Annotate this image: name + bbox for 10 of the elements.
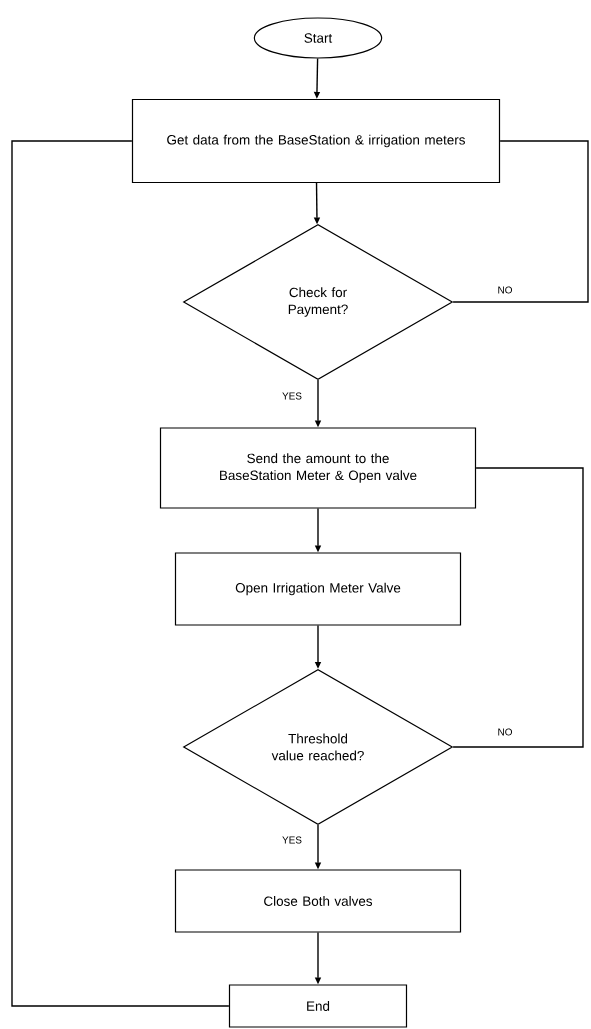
edge-label: YES: [281, 835, 303, 845]
edge-label: YES: [281, 391, 303, 401]
edge-label: NO: [496, 727, 514, 737]
process-box: Open Irrigation Meter Valve: [174, 552, 462, 626]
process-box: Close Both valves: [174, 869, 462, 933]
start-end-oval: Start: [253, 17, 383, 59]
edge-label: NO: [496, 285, 514, 295]
process-box: End: [228, 984, 408, 1028]
process-box: Send the amount to the BaseStation Meter & Open valve: [159, 427, 477, 509]
process-box: Get data from the BaseStation & irrigation meters: [131, 98, 501, 184]
